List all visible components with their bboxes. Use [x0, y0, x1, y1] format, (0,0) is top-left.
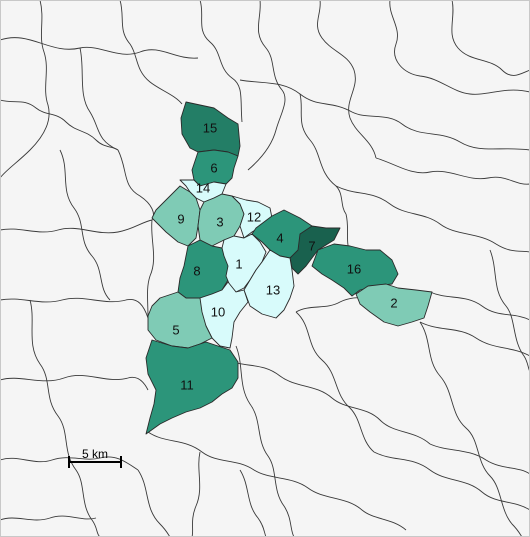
region-labels: 15 6 14 9 3 12 4 7 16 2 8 1 13 10 5 11	[172, 121, 397, 393]
region-label-10: 10	[211, 305, 225, 320]
region-label-11: 11	[180, 378, 194, 393]
region-label-5: 5	[172, 323, 179, 338]
region-label-2: 2	[390, 296, 397, 311]
region-label-15: 15	[203, 121, 217, 136]
region-label-7: 7	[308, 239, 315, 254]
scale-bar: 5 km	[68, 447, 122, 468]
region-label-1: 1	[235, 257, 242, 272]
region-3[interactable]	[197, 193, 245, 247]
region-layer	[145, 101, 433, 435]
region-11[interactable]	[145, 339, 239, 435]
region-6[interactable]	[191, 149, 239, 187]
region-label-14: 14	[196, 181, 210, 196]
region-label-12: 12	[247, 210, 261, 225]
scale-bar-label: 5 km	[82, 447, 108, 461]
region-label-13: 13	[266, 283, 280, 298]
region-label-3: 3	[216, 215, 223, 230]
region-label-6: 6	[210, 161, 217, 176]
region-label-16: 16	[347, 262, 361, 277]
region-13[interactable]	[243, 249, 295, 319]
region-label-8: 8	[193, 264, 200, 279]
region-label-4: 4	[276, 231, 283, 246]
region-label-9: 9	[177, 212, 184, 227]
region-2[interactable]	[355, 283, 433, 327]
region-9[interactable]	[151, 185, 201, 247]
